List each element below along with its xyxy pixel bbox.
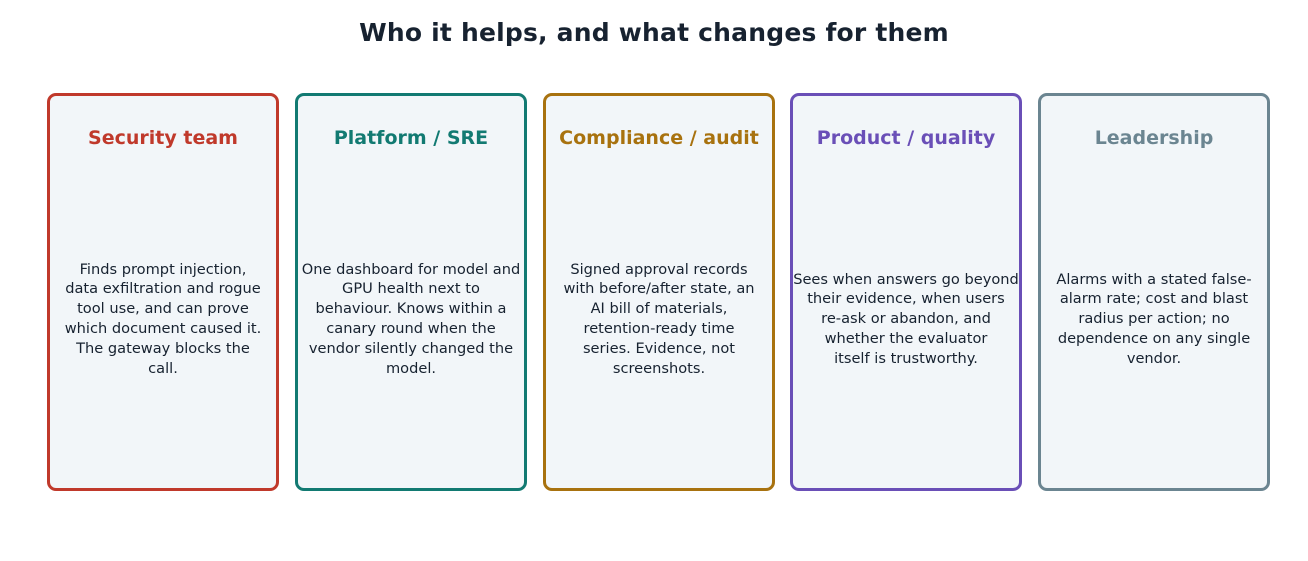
card-description-line: behaviour. Knows within a (315, 300, 507, 318)
card-description-line: Sees when answers go beyond (793, 270, 1019, 288)
card-heading: Leadership (1094, 127, 1214, 149)
card-description-line: AI bill of materials, (590, 300, 728, 318)
card-heading: Security team (88, 127, 238, 149)
card-description-line: GPU health next to (342, 280, 480, 298)
card-description-line: with before/after state, an (563, 280, 755, 298)
card-description: One dashboard for model and GPU health n… (288, 200, 534, 438)
card-description-line: data exfiltration and rogue (65, 280, 261, 298)
card-description-line: vendor. (1126, 349, 1182, 367)
card-description-line: retention-ready time (583, 320, 735, 337)
card-description-line: canary round when the (326, 320, 496, 337)
card-description-line: alarm rate; cost and blast (1059, 290, 1249, 308)
card-description-line: The gateway blocks the (76, 339, 250, 357)
card-description-line: screenshots. (612, 359, 706, 377)
card-heading: Compliance / audit (559, 127, 759, 149)
card-description-line: vendor silently changed the (308, 339, 514, 357)
card-description: Finds prompt injection, data exfiltratio… (40, 200, 286, 438)
card-description-line: itself is trustworthy. (834, 349, 978, 367)
card-description-line: series. Evidence, not (582, 339, 736, 357)
card-description: Sees when answers go beyond their eviden… (783, 200, 1029, 438)
card-description-line: whether the evaluator (824, 329, 988, 347)
card-heading: Product / quality (816, 127, 996, 149)
card-description-line: Signed approval records (570, 260, 748, 278)
card-description-line: re-ask or abandon, and (821, 310, 991, 328)
card-description: Alarms with a stated false- alarm rate; … (1031, 200, 1277, 438)
card-product-quality: Product / quality Sees when answers go b… (790, 93, 1022, 491)
card-description-line: their evidence, when users (807, 290, 1005, 308)
stakeholder-cards: Security team Finds prompt injection, da… (47, 93, 1270, 491)
card-description-line: Alarms with a stated false- (1056, 270, 1252, 288)
card-description-line: radius per action; no (1078, 310, 1230, 328)
card-description-line: One dashboard for model and (301, 260, 521, 278)
card-security-team: Security team Finds prompt injection, da… (47, 93, 279, 491)
card-heading: Platform / SRE (333, 127, 489, 149)
card-description-line: tool use, and can prove (77, 300, 249, 318)
card-description-line: dependence on any single (1057, 329, 1251, 347)
card-description-line: model. (385, 359, 437, 377)
page-title: Who it helps, and what changes for them (359, 18, 949, 47)
card-description-line: Finds prompt injection, (79, 260, 247, 278)
card-description-line: which document caused it. (64, 320, 262, 337)
card-leadership: Leadership Alarms with a stated false- a… (1038, 93, 1270, 491)
card-platform-sre: Platform / SRE One dashboard for model a… (295, 93, 527, 491)
card-description-line: call. (148, 359, 178, 377)
card-compliance-audit: Compliance / audit Signed approval recor… (543, 93, 775, 491)
card-description: Signed approval records with before/afte… (536, 200, 782, 438)
